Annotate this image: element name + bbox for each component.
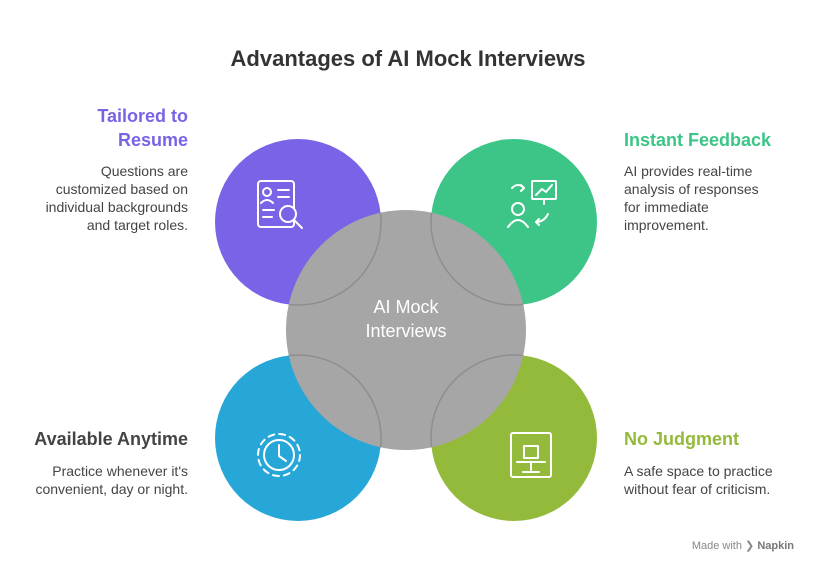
- center-label: AI Mock Interviews: [326, 295, 486, 343]
- footer-credit: Made with ❯ Napkin: [692, 539, 794, 552]
- feedback-desc-line: for immediate: [624, 199, 709, 215]
- judgment-description: A safe space to practice without fear of…: [624, 462, 804, 498]
- center-label-line2: Interviews: [365, 321, 447, 341]
- footer-made-with: Made with: [691, 540, 742, 552]
- diagram-title: Advantages of AI Mock Interviews: [230, 46, 586, 71]
- tailored-heading: Tailored to Resume: [40, 104, 188, 152]
- feedback-heading: Instant Feedback: [624, 130, 772, 150]
- feedback-desc-line: AI provides real-time: [624, 163, 753, 179]
- judgment-desc-line: without fear of criticism.: [624, 481, 771, 497]
- overlap-outlines: [286, 210, 526, 450]
- tailored-desc-line: customized based on: [55, 181, 188, 197]
- judgment-heading: No Judgment: [624, 429, 739, 449]
- center-label-line1: AI Mock: [373, 297, 439, 317]
- presentation-feedback-icon: [507, 180, 557, 228]
- clock-icon: [257, 433, 301, 477]
- anytime-description: Practice whenever it's convenient, day o…: [10, 462, 188, 498]
- footer-brand: Napkin: [757, 540, 794, 552]
- tailored-desc-line: Questions are: [100, 163, 188, 179]
- tailored-heading-line2: Resume: [117, 130, 188, 150]
- tailored-desc-line: individual backgrounds: [45, 199, 188, 215]
- feedback-desc-line: improvement.: [624, 217, 709, 233]
- empty-chair-icon: [510, 432, 552, 478]
- center-circle: [286, 210, 526, 450]
- judgment-desc-line: A safe space to practice: [624, 463, 773, 479]
- tailored-heading-line1: Tailored to: [97, 106, 188, 126]
- anytime-desc-line: Practice whenever it's: [52, 463, 188, 479]
- feedback-description: AI provides real-time analysis of respon…: [624, 162, 804, 234]
- resume-search-icon: [257, 180, 303, 229]
- feedback-desc-line: analysis of responses: [624, 181, 759, 197]
- anytime-heading: Available Anytime: [34, 429, 188, 449]
- anytime-desc-line: convenient, day or night.: [35, 481, 188, 497]
- napkin-logo-icon: ❯: [745, 540, 755, 552]
- tailored-description: Questions are customized based on indivi…: [20, 162, 188, 234]
- tailored-desc-line: and target roles.: [86, 217, 188, 233]
